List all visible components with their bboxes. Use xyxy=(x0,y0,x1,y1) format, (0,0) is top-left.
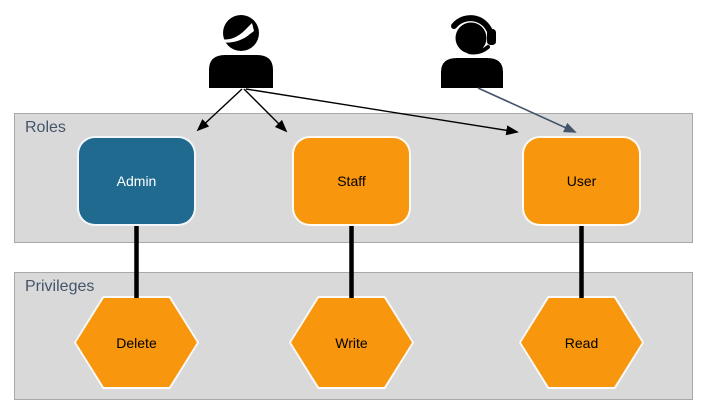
role-admin-label: Admin xyxy=(116,173,157,189)
person-headset-icon xyxy=(441,15,503,88)
privilege-delete-label: Delete xyxy=(116,334,157,351)
role-node-admin: Admin xyxy=(77,136,196,226)
role-node-staff: Staff xyxy=(292,136,411,226)
person-icon xyxy=(209,15,273,88)
privilege-write-label: Write xyxy=(335,334,368,351)
privilege-node-read: Read xyxy=(519,296,644,389)
privilege-node-write: Write xyxy=(289,296,414,389)
privilege-read-label: Read xyxy=(564,334,599,351)
privileges-band-label: Privileges xyxy=(25,278,95,295)
role-user-label: User xyxy=(566,173,597,189)
privilege-node-delete: Delete xyxy=(74,296,199,389)
roles-band-label: Roles xyxy=(25,119,66,136)
role-staff-label: Staff xyxy=(337,173,366,189)
role-node-user: User xyxy=(522,136,641,226)
